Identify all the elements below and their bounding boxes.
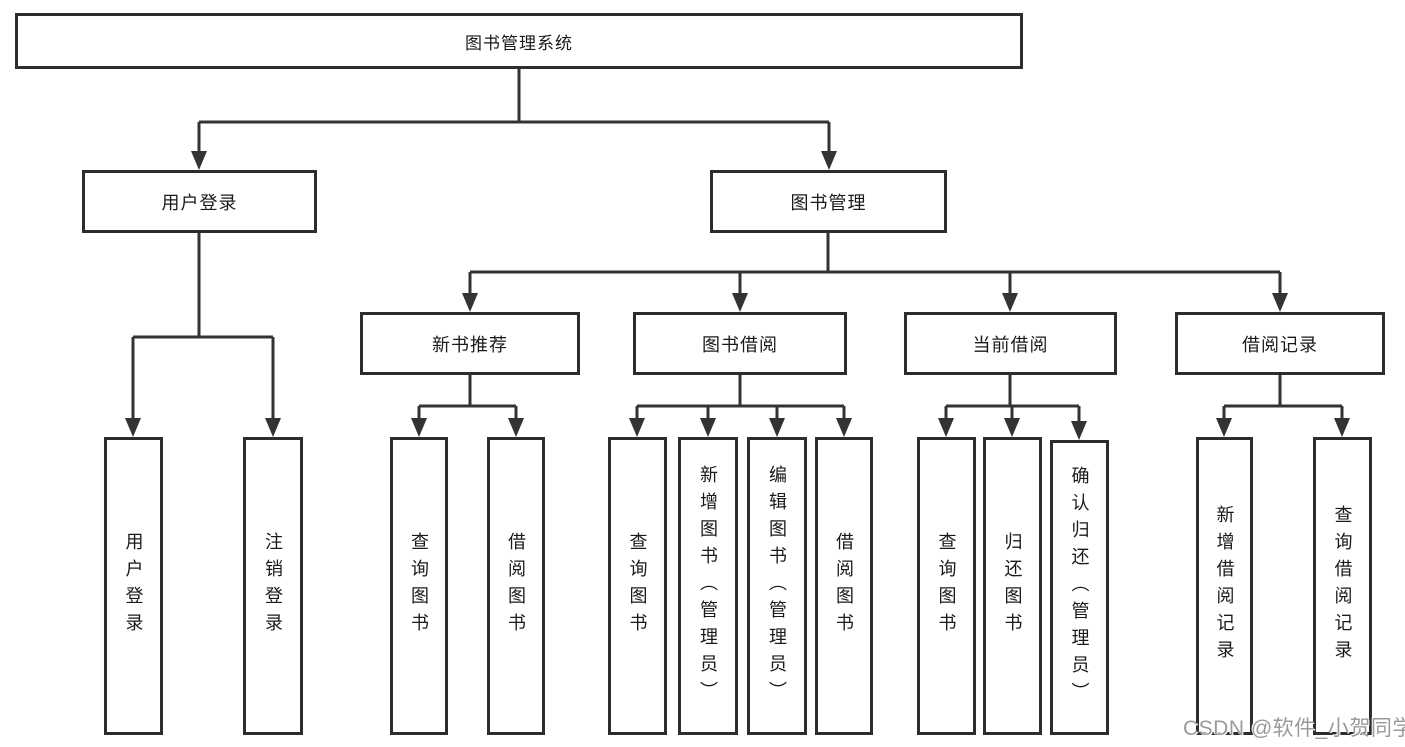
leaf-borrow-books-recommend: 借阅图书 bbox=[487, 437, 545, 735]
node-borrowing-records: 借阅记录 bbox=[1175, 312, 1385, 375]
leaf-return-books: 归还图书 bbox=[983, 437, 1042, 735]
leaf-borrow-books: 借阅图书 bbox=[815, 437, 873, 735]
leaf-logout: 注销登录 bbox=[243, 437, 303, 735]
leaf-confirm-return-admin: 确认归还（管理员） bbox=[1050, 440, 1109, 735]
node-new-book-recommendation: 新书推荐 bbox=[360, 312, 580, 375]
node-current-borrowing: 当前借阅 bbox=[904, 312, 1117, 375]
node-library-management-system: 图书管理系统 bbox=[15, 13, 1023, 69]
leaf-query-books-current: 查询图书 bbox=[917, 437, 976, 735]
edge-current-borrow-to-leaves bbox=[938, 375, 1087, 440]
leaf-query-books-recommend: 查询图书 bbox=[390, 437, 448, 735]
edge-borrow-records-to-leaves bbox=[1216, 375, 1350, 437]
edge-root-to-level2 bbox=[191, 69, 837, 170]
node-book-borrowing: 图书借阅 bbox=[633, 312, 847, 375]
edge-book-mgmt-to-level3 bbox=[462, 233, 1288, 312]
leaf-query-books-borrow: 查询图书 bbox=[608, 437, 667, 735]
leaf-query-borrow-record: 查询借阅记录 bbox=[1313, 437, 1372, 735]
leaf-add-books-admin: 新增图书（管理员） bbox=[678, 437, 738, 735]
leaf-user-login: 用户登录 bbox=[104, 437, 163, 735]
edge-book-borrow-to-leaves bbox=[629, 375, 852, 437]
csdn-watermark: CSDN @软件_小贺同学 bbox=[1183, 717, 1405, 740]
edge-new-book-rec-to-leaves bbox=[411, 375, 524, 437]
edge-user-login-to-leaves bbox=[125, 233, 281, 437]
leaf-add-borrow-record: 新增借阅记录 bbox=[1196, 437, 1253, 735]
node-user-login: 用户登录 bbox=[82, 170, 317, 233]
node-book-management: 图书管理 bbox=[710, 170, 947, 233]
leaf-edit-books-admin: 编辑图书（管理员） bbox=[747, 437, 807, 735]
